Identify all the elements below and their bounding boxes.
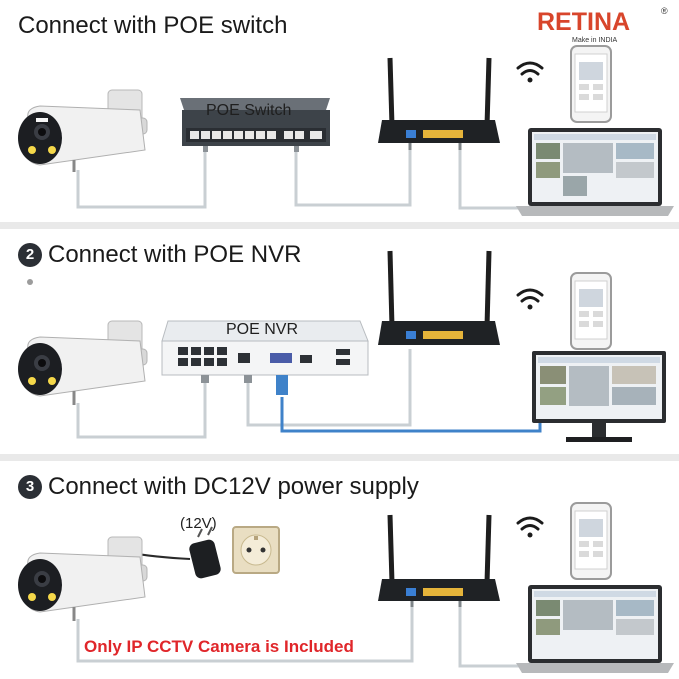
phone-icon <box>570 272 612 350</box>
network-cables <box>76 349 542 439</box>
step-number: 2 <box>18 243 42 267</box>
logo-tagline: Make in INDIA <box>572 37 618 44</box>
camera-icon <box>18 89 148 172</box>
wifi-icon <box>516 288 544 310</box>
phone-icon <box>570 45 612 123</box>
wall-socket-icon <box>232 526 280 574</box>
nvr-icon <box>161 320 369 395</box>
router-icon <box>378 57 500 150</box>
network-cables <box>76 146 530 210</box>
panel-poe-switch: Connect with POE switch RETINA ® Make in… <box>0 0 679 222</box>
diagram-dc12v <box>18 502 674 673</box>
logo-registered-mark: ® <box>661 6 668 16</box>
camera-icon <box>18 536 148 621</box>
router-icon <box>378 514 500 607</box>
monitor-icon <box>532 351 666 442</box>
wifi-icon <box>516 61 544 83</box>
switch-label: POE Switch <box>206 102 292 119</box>
router-icon <box>378 250 500 345</box>
diagram-poe-nvr <box>18 250 666 442</box>
diagram-poe-switch <box>18 45 674 216</box>
laptop-icon <box>516 128 674 216</box>
panel-heading: Connect with POE switch <box>18 12 288 39</box>
nvr-label: POE NVR <box>226 321 299 338</box>
laptop-icon <box>516 585 674 673</box>
brand-logo: RETINA ® Make in INDIA <box>537 6 672 50</box>
camera-icon <box>18 320 148 405</box>
power-adapter-icon <box>189 526 221 579</box>
logo-text: RETINA <box>537 8 631 36</box>
phone-icon <box>570 502 612 580</box>
power-voltage-label: (12V) <box>180 515 217 532</box>
included-note: Only IP CCTV Camera is Included <box>84 637 354 656</box>
step-number: 3 <box>18 475 42 499</box>
wifi-icon <box>516 516 544 538</box>
switch-icon <box>180 98 330 152</box>
